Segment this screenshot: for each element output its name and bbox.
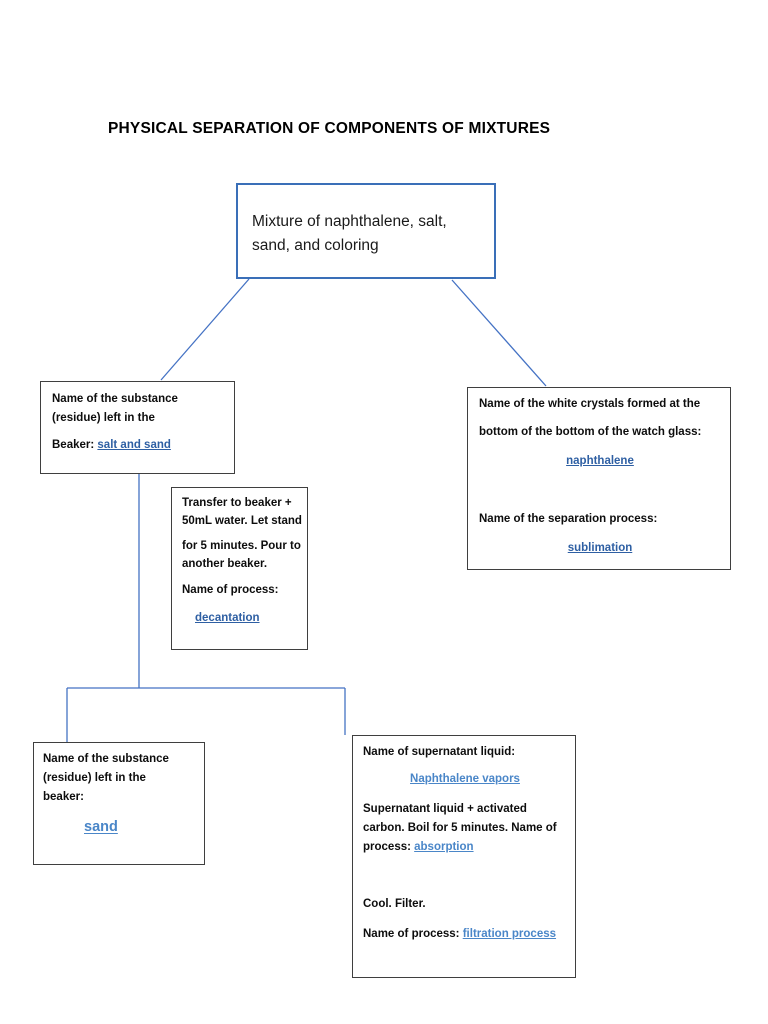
page-title: PHYSICAL SEPARATION OF COMPONENTS OF MIX… xyxy=(108,120,551,137)
supernatant-filtration-row: Name of process: filtration process xyxy=(363,926,556,944)
supernatant-answer-1-link[interactable]: Naphthalene vapors xyxy=(410,773,520,785)
residue-beaker-label: Beaker: xyxy=(52,439,95,451)
supernatant-answer-2-link[interactable]: absorption xyxy=(414,841,474,853)
connector-main-to-left xyxy=(160,278,250,381)
white-crystals-line-2: bottom of the bottom of the watch glass: xyxy=(479,426,702,438)
connector-main-to-right xyxy=(451,279,547,387)
node-decantation: Transfer to beaker + 50mL water. Let sta… xyxy=(171,487,308,650)
sand-residue-line-3: beaker: xyxy=(43,791,84,803)
supernatant-line-2: Supernatant liquid + activated xyxy=(363,803,527,815)
white-crystals-answer-1-link[interactable]: naphthalene xyxy=(566,455,634,467)
node-mixture: Mixture of naphthalene, salt, sand, and … xyxy=(236,183,496,279)
supernatant-line-5: Cool. Filter. xyxy=(363,898,426,910)
supernatant-line-3: carbon. Boil for 5 minutes. Name of xyxy=(363,822,557,834)
white-crystals-line-3: Name of the separation process: xyxy=(479,513,658,525)
supernatant-filtration-label: Name of process: xyxy=(363,928,460,940)
decantation-line-5: Name of process: xyxy=(182,584,279,596)
sand-residue-answer-wrap: sand xyxy=(84,816,118,838)
node-residue-beaker: Name of the substance (residue) left in … xyxy=(40,381,235,474)
white-crystals-answer-2-link[interactable]: sublimation xyxy=(567,542,633,554)
supernatant-answer-1-wrap: Naphthalene vapors xyxy=(353,771,577,789)
mixture-line-1: Mixture of naphthalene, salt, xyxy=(252,213,447,230)
mixture-line-2: sand, and coloring xyxy=(252,237,379,254)
decantation-answer-link[interactable]: decantation xyxy=(195,612,260,624)
decantation-line-1: Transfer to beaker + xyxy=(182,497,292,509)
supernatant-answer-3-link[interactable]: filtration process xyxy=(462,928,557,940)
residue-beaker-answer-link[interactable]: salt and sand xyxy=(97,439,171,451)
supernatant-line-1: Name of supernatant liquid: xyxy=(363,746,516,758)
residue-beaker-line-2: (residue) left in the xyxy=(52,412,155,424)
sand-residue-answer-link[interactable]: sand xyxy=(84,819,118,835)
white-crystals-answer-1-wrap: naphthalene xyxy=(468,453,732,471)
white-crystals-answer-2-wrap: sublimation xyxy=(468,540,732,558)
sand-residue-line-2: (residue) left in the xyxy=(43,772,146,784)
node-sand-residue: Name of the substance (residue) left in … xyxy=(33,742,205,865)
node-supernatant: Name of supernatant liquid: Naphthalene … xyxy=(352,735,576,978)
decantation-line-4: another beaker. xyxy=(182,558,268,570)
residue-beaker-line-1: Name of the substance xyxy=(52,393,178,405)
node-white-crystals: Name of the white crystals formed at the… xyxy=(467,387,731,570)
residue-beaker-answer-row: Beaker: salt and sand xyxy=(52,437,171,455)
decantation-line-2: 50mL water. Let stand xyxy=(182,515,302,527)
supernatant-process-label: process: xyxy=(363,841,411,853)
sand-residue-line-1: Name of the substance xyxy=(43,753,169,765)
white-crystals-line-1: Name of the white crystals formed at the xyxy=(479,398,701,410)
supernatant-process-row: process: absorption xyxy=(363,839,474,857)
decantation-answer-wrap: decantation xyxy=(195,610,260,628)
decantation-line-3: for 5 minutes. Pour to xyxy=(182,540,301,552)
